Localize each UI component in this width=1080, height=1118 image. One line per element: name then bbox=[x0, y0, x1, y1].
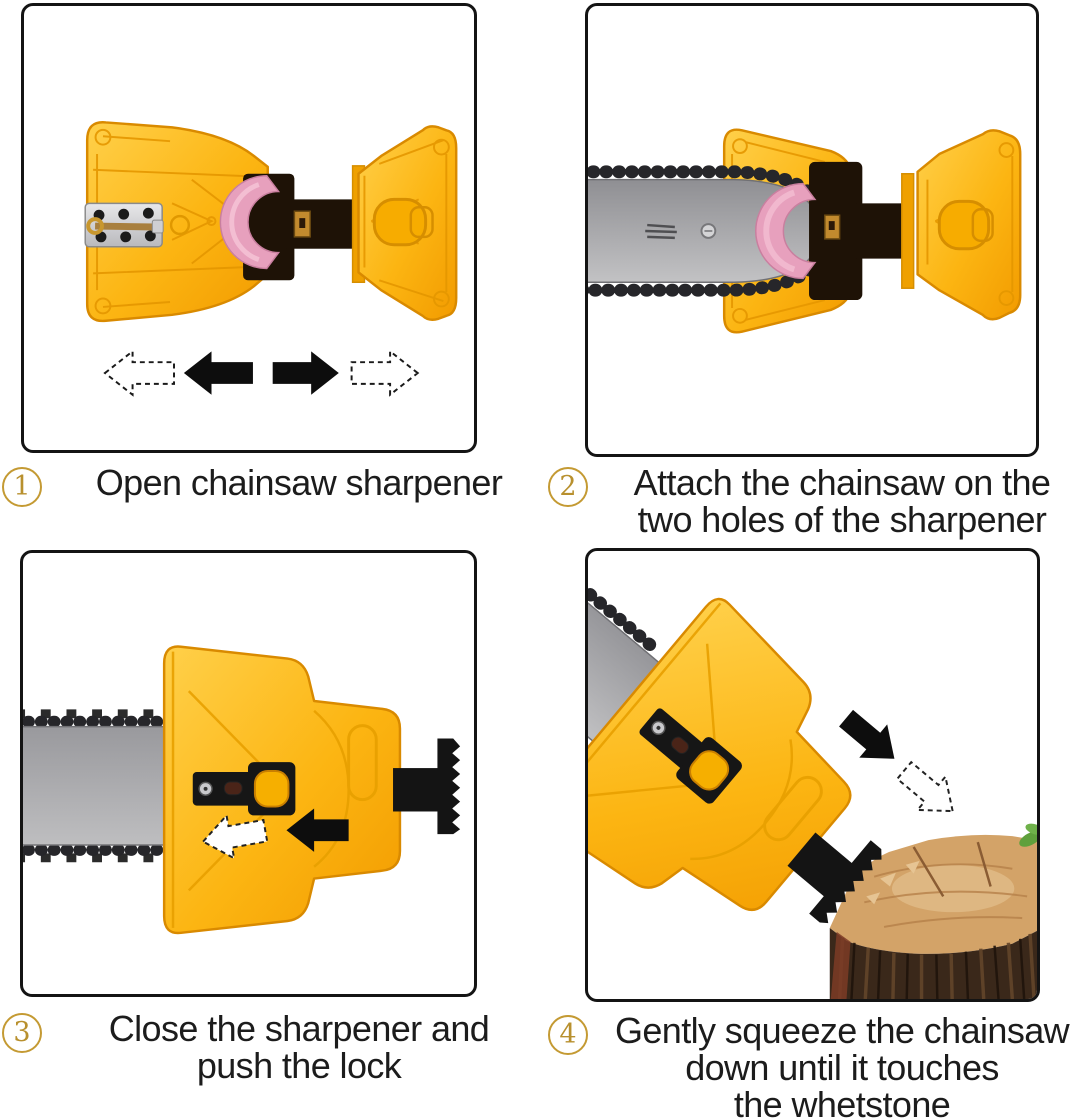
solid-left-arrow-icon bbox=[286, 808, 349, 852]
step-3-number-badge: 3 bbox=[2, 1013, 42, 1053]
step-4-photo bbox=[585, 548, 1040, 1002]
latch-cutout bbox=[409, 206, 434, 239]
step-3-illustration bbox=[23, 645, 461, 935]
chain-teeth bbox=[23, 709, 174, 863]
bar-mount-holes bbox=[645, 223, 717, 240]
solid-right-arrow-icon bbox=[272, 351, 339, 395]
step-4-caption: 4 Gently squeeze the chainsaw down until… bbox=[548, 1012, 1080, 1118]
whetstone bbox=[219, 174, 281, 270]
lock-slider bbox=[192, 762, 296, 816]
hinge bbox=[901, 173, 915, 289]
step-1-caption-text: Open chainsaw sharpener bbox=[95, 462, 503, 503]
step-4-illustration bbox=[588, 551, 1037, 999]
sharpener-right-plate bbox=[916, 129, 1022, 321]
wood-stump bbox=[829, 823, 1037, 999]
open-direction-arrows bbox=[103, 349, 420, 397]
step-1-photo bbox=[21, 3, 477, 453]
step-4-caption-text: Gently squeeze the chainsaw down until i… bbox=[614, 1010, 1070, 1118]
body-ridges bbox=[588, 602, 823, 861]
handle-cutout bbox=[937, 199, 991, 251]
sharpener-closed bbox=[162, 645, 402, 935]
step-1-illustration bbox=[84, 121, 458, 397]
serrated-bar bbox=[809, 840, 882, 924]
lock-rack bbox=[787, 832, 882, 924]
serrated-bar bbox=[437, 738, 461, 835]
dashed-left-arrow-icon bbox=[201, 813, 269, 861]
sharpener-on-bar bbox=[588, 551, 882, 924]
dashed-down-right-arrow-icon bbox=[895, 760, 954, 813]
step-2-caption: 2 Attach the chainsaw on the two holes o… bbox=[548, 464, 1080, 538]
step-1-caption: 1 Open chainsaw sharpener bbox=[2, 464, 540, 507]
sharpener-open bbox=[84, 121, 458, 323]
solid-left-arrow-icon bbox=[183, 351, 253, 395]
growth-rings bbox=[864, 863, 1028, 928]
wood-chips bbox=[866, 860, 920, 905]
step-2-number-badge: 2 bbox=[548, 467, 588, 507]
metal-guide-plate bbox=[84, 202, 191, 248]
bark bbox=[829, 927, 1037, 999]
step-2-illustration bbox=[588, 128, 1022, 334]
latch-cutout bbox=[971, 208, 994, 243]
dashed-right-arrow-icon bbox=[350, 349, 420, 397]
dashed-left-arrow-icon bbox=[103, 349, 175, 397]
leaf-icon bbox=[1019, 823, 1037, 847]
chainsaw-bar bbox=[23, 709, 182, 863]
chain bbox=[588, 551, 659, 744]
step-2-caption-text: Attach the chainsaw on the two holes of … bbox=[633, 462, 1051, 540]
push-direction-arrows bbox=[201, 808, 349, 861]
lock-slider bbox=[639, 708, 742, 804]
whetstone bbox=[755, 182, 817, 280]
step-3-caption-text: Close the sharpener and push the lock bbox=[108, 1008, 490, 1086]
lock-rack bbox=[393, 738, 461, 835]
step-2-photo bbox=[585, 3, 1039, 457]
step-1-number-badge: 1 bbox=[2, 467, 42, 507]
step-3-photo bbox=[20, 550, 477, 997]
step-4-number-badge: 4 bbox=[548, 1015, 588, 1055]
chain bbox=[23, 715, 179, 856]
step-3-caption: 3 Close the sharpener and push the lock bbox=[2, 1010, 540, 1084]
squeeze-direction-arrows bbox=[839, 709, 954, 813]
solid-down-right-arrow-icon bbox=[839, 709, 895, 759]
clamp bbox=[809, 161, 908, 301]
